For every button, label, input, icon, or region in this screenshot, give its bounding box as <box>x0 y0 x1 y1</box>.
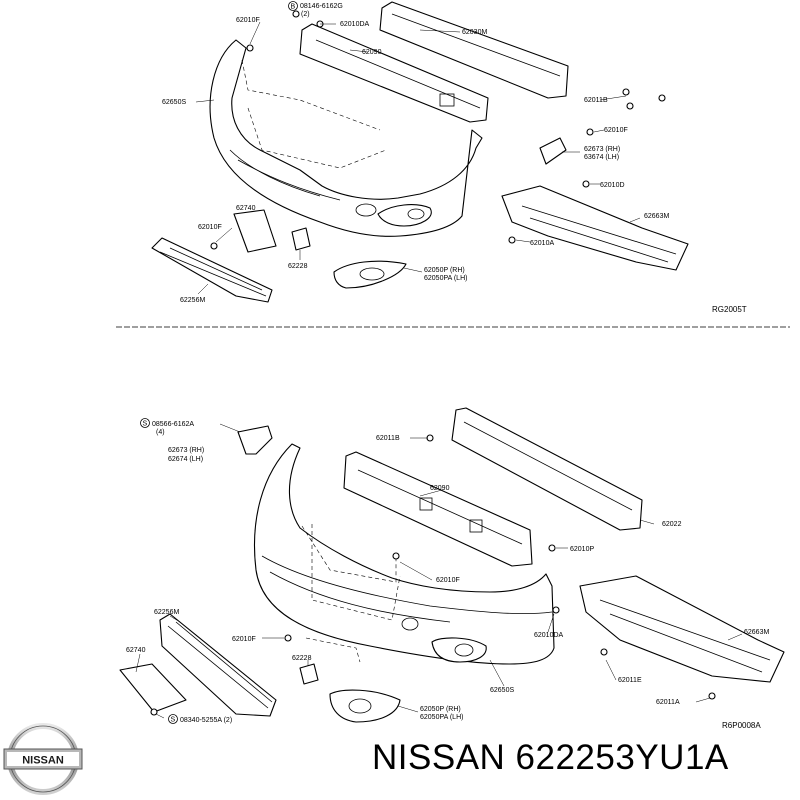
energy-absorber-top <box>299 23 489 123</box>
label-62674-lh: 62674 (LH) <box>168 456 203 463</box>
label-62650S-a: 62650S <box>162 99 186 106</box>
label-62090-b: 62090 <box>430 485 450 492</box>
label-62010P: 62010P <box>570 546 594 553</box>
label-62010A: 62010A <box>530 240 554 247</box>
label-62011B-b: 62011B <box>376 435 400 442</box>
label-62673-rh-a: 62673 (RH) <box>584 146 620 153</box>
energy-absorber-bottom <box>343 451 533 567</box>
label-62010D: 62010D <box>600 182 625 189</box>
label-62663M-a: 62663M <box>644 213 669 220</box>
label-62010F-e: 62010F <box>232 636 256 643</box>
label-62228-b: 62228 <box>292 655 312 662</box>
engine-undercover-top <box>501 185 689 271</box>
label-63674-lh: 63674 (LH) <box>584 154 619 161</box>
bumper-reinforcement-bottom <box>451 407 643 531</box>
label-62010DA-b: 62010DA <box>534 632 564 639</box>
front-bumper-fascia-bottom <box>253 443 555 665</box>
label-62011E: 62011E <box>618 677 642 684</box>
label-62256M-a: 62256M <box>180 297 205 304</box>
label-62050P-rh-b: 62050P (RH) <box>420 706 461 713</box>
label-62228-a: 62228 <box>288 263 308 270</box>
label-62011A: 62011A <box>656 699 680 706</box>
label-62740-b: 62740 <box>126 647 146 654</box>
label-62050PA-lh-a: 62050PA (LH) <box>424 275 467 282</box>
label-62650S-b: 62650S <box>490 687 514 694</box>
top-diagram: B 62010F 08146-6162G (2) 62010DA 62030M … <box>151 1 747 314</box>
ref-code-top: RG2005T <box>712 305 747 314</box>
part-number-caption: NISSAN 622253YU1A <box>372 738 729 777</box>
label-62663M-b: 62663M <box>744 629 769 636</box>
svg-text:S: S <box>171 717 176 724</box>
label-qty-4: (4) <box>156 429 165 436</box>
label-62740-a: 62740 <box>236 205 256 212</box>
ref-code-bottom: R6P0008A <box>722 721 761 730</box>
front-bumper-fascia-top <box>209 39 483 237</box>
label-qty-2: (2) <box>301 11 310 18</box>
nissan-logo: NISSAN <box>3 723 83 795</box>
label-62010F-a: 62010F <box>236 17 260 24</box>
label-62010F-b: 62010F <box>604 127 628 134</box>
label-62050PA-lh-b: 62050PA (LH) <box>420 714 463 721</box>
label-62022: 62022 <box>662 521 682 528</box>
label-08146-6162G: 08146-6162G <box>300 3 343 10</box>
label-62050P-rh-a: 62050P (RH) <box>424 267 465 274</box>
svg-text:B: B <box>291 4 296 11</box>
bottom-diagram: S S 08566-6162A (4) 62673 (RH) 62674 (LH… <box>119 407 785 730</box>
logo-wordmark: NISSAN <box>22 755 64 767</box>
label-62010F-c: 62010F <box>198 224 222 231</box>
label-62030M: 62030M <box>462 29 487 36</box>
svg-text:S: S <box>143 421 148 428</box>
label-62010F-d: 62010F <box>436 577 460 584</box>
label-08566-6162A: 08566-6162A <box>152 421 194 428</box>
label-08340-5255A: 08340-5255A (2) <box>180 717 232 724</box>
label-62090-a: 62090 <box>362 49 382 56</box>
label-62256M-b: 62256M <box>154 609 179 616</box>
label-62673-rh-b: 62673 (RH) <box>168 447 204 454</box>
label-62010DA-a: 62010DA <box>340 21 370 28</box>
label-62011B-a: 62011B <box>584 97 608 104</box>
bumper-reinforcement-top <box>379 1 569 99</box>
